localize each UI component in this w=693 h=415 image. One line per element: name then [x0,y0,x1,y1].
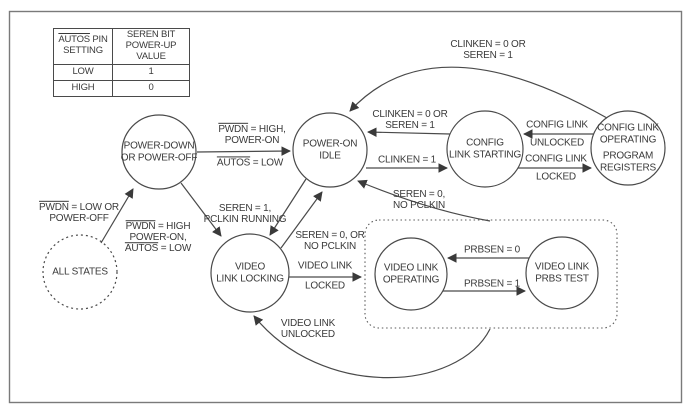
state-label-video-link-prbs: VIDEO LINK PRBS TEST [534,261,590,285]
edge-label-video-locked-line1: VIDEO LINK [297,260,353,272]
video-link-group-box [364,219,618,329]
edge-label-pwdn-high-autos: PWDN = HIGH POWER-ON, AUTOS = LOW [124,221,192,255]
table-row: LOW 1 [53,63,190,81]
state-label-config-link-starting: CONFIG LINK STARTING [448,137,522,161]
state-label-all-states: ALL STATES [52,266,108,278]
table-cell-low-value: 1 [112,63,190,81]
state-circle-video-link-prbs [525,236,599,310]
edge-label-config-locked-line2: LOCKED [536,171,576,183]
edge-idle-to-video-locking [269,178,307,236]
edge-config-operating-to-idle-arc [349,66,608,119]
state-circle-config-link-starting [446,110,524,188]
edge-label-pwdn-low: PWDN = LOW OR POWER-OFF [39,201,119,224]
table-header-autos-pin: AUTOS PIN SETTING [53,28,113,65]
edge-label-clinken0-top: CLINKEN = 0 OR SEREN = 1 [450,38,526,61]
state-circle-video-link-locking [210,233,290,313]
autos-seren-table: AUTOS PIN SETTING SEREN BIT POWER-UP VAL… [53,28,190,97]
edge-power-down-to-video-locking [180,182,222,237]
figure-border [8,10,683,404]
edge-label-pwdn-high-bottom: AUTOS = LOW [216,157,284,169]
table-row: HIGH 0 [53,79,190,97]
edge-label-seren0-no-pclkin: SEREN = 0, NO PCLKIN [392,188,446,211]
edge-video-locking-to-idle [280,191,323,249]
state-circle-power-down [121,114,197,190]
edge-label-prbsen1: PRBSEN = 1 [463,278,521,290]
table-cell-high-value: 0 [112,79,190,97]
table-cell-high: HIGH [53,79,113,97]
edge-label-video-unlocked: VIDEO LINK UNLOCKED [280,317,336,340]
edge-label-config-unlocked-line2: UNLOCKED [530,137,584,149]
state-label-power-on-idle: POWER-ON IDLE [302,138,358,162]
state-circle-all-states [42,234,118,310]
state-circle-power-on-idle [292,112,368,188]
edge-label-clinken0-mid: CLINKEN = 0 OR SEREN = 1 [372,108,448,131]
state-label-video-link-locking: VIDEO LINK LOCKING [216,261,284,285]
edge-label-prbsen0: PRBSEN = 0 [463,244,521,256]
edge-label-clinken1: CLINKEN = 1 [377,154,437,166]
table-header-row: AUTOS PIN SETTING SEREN BIT POWER-UP VAL… [53,28,190,65]
state-label-video-link-operating: VIDEO LINK OPERATING [382,262,440,286]
edge-label-pwdn-high-top: PWDN = HIGH, POWER-ON [218,123,286,146]
edge-label-config-unlocked-line1: CONFIG LINK [526,119,588,131]
edge-video-group-to-video-locking-arc [253,315,491,379]
edge-all-states-to-power-down [100,188,134,244]
edge-label-video-locked-line2: LOCKED [305,280,345,292]
autos-overlined: AUTOS [58,34,90,46]
state-circle-video-link-operating [374,237,448,311]
edge-config-starting-to-idle [367,127,451,138]
state-label-config-link-operating: CONFIG LINK OPERATING PROGRAM REGISTERS [597,122,659,174]
edge-label-seren1-pclkin: SEREN = 1, PCLKIN RUNNING [203,202,287,225]
table-cell-low: LOW [53,63,113,81]
edge-video-group-to-idle [357,179,491,222]
edge-label-seren0-or-no-pclkin: SEREN = 0, OR NO PCLKIN [295,229,365,252]
table-header-seren-bit: SEREN BIT POWER-UP VALUE [112,28,190,65]
state-circle-config-link-operating [590,110,666,186]
edge-power-down-to-idle [196,146,291,156]
edge-label-config-locked-line1: CONFIG LINK [525,153,587,165]
state-label-power-down: POWER-DOWN OR POWER-OFF [120,140,198,164]
